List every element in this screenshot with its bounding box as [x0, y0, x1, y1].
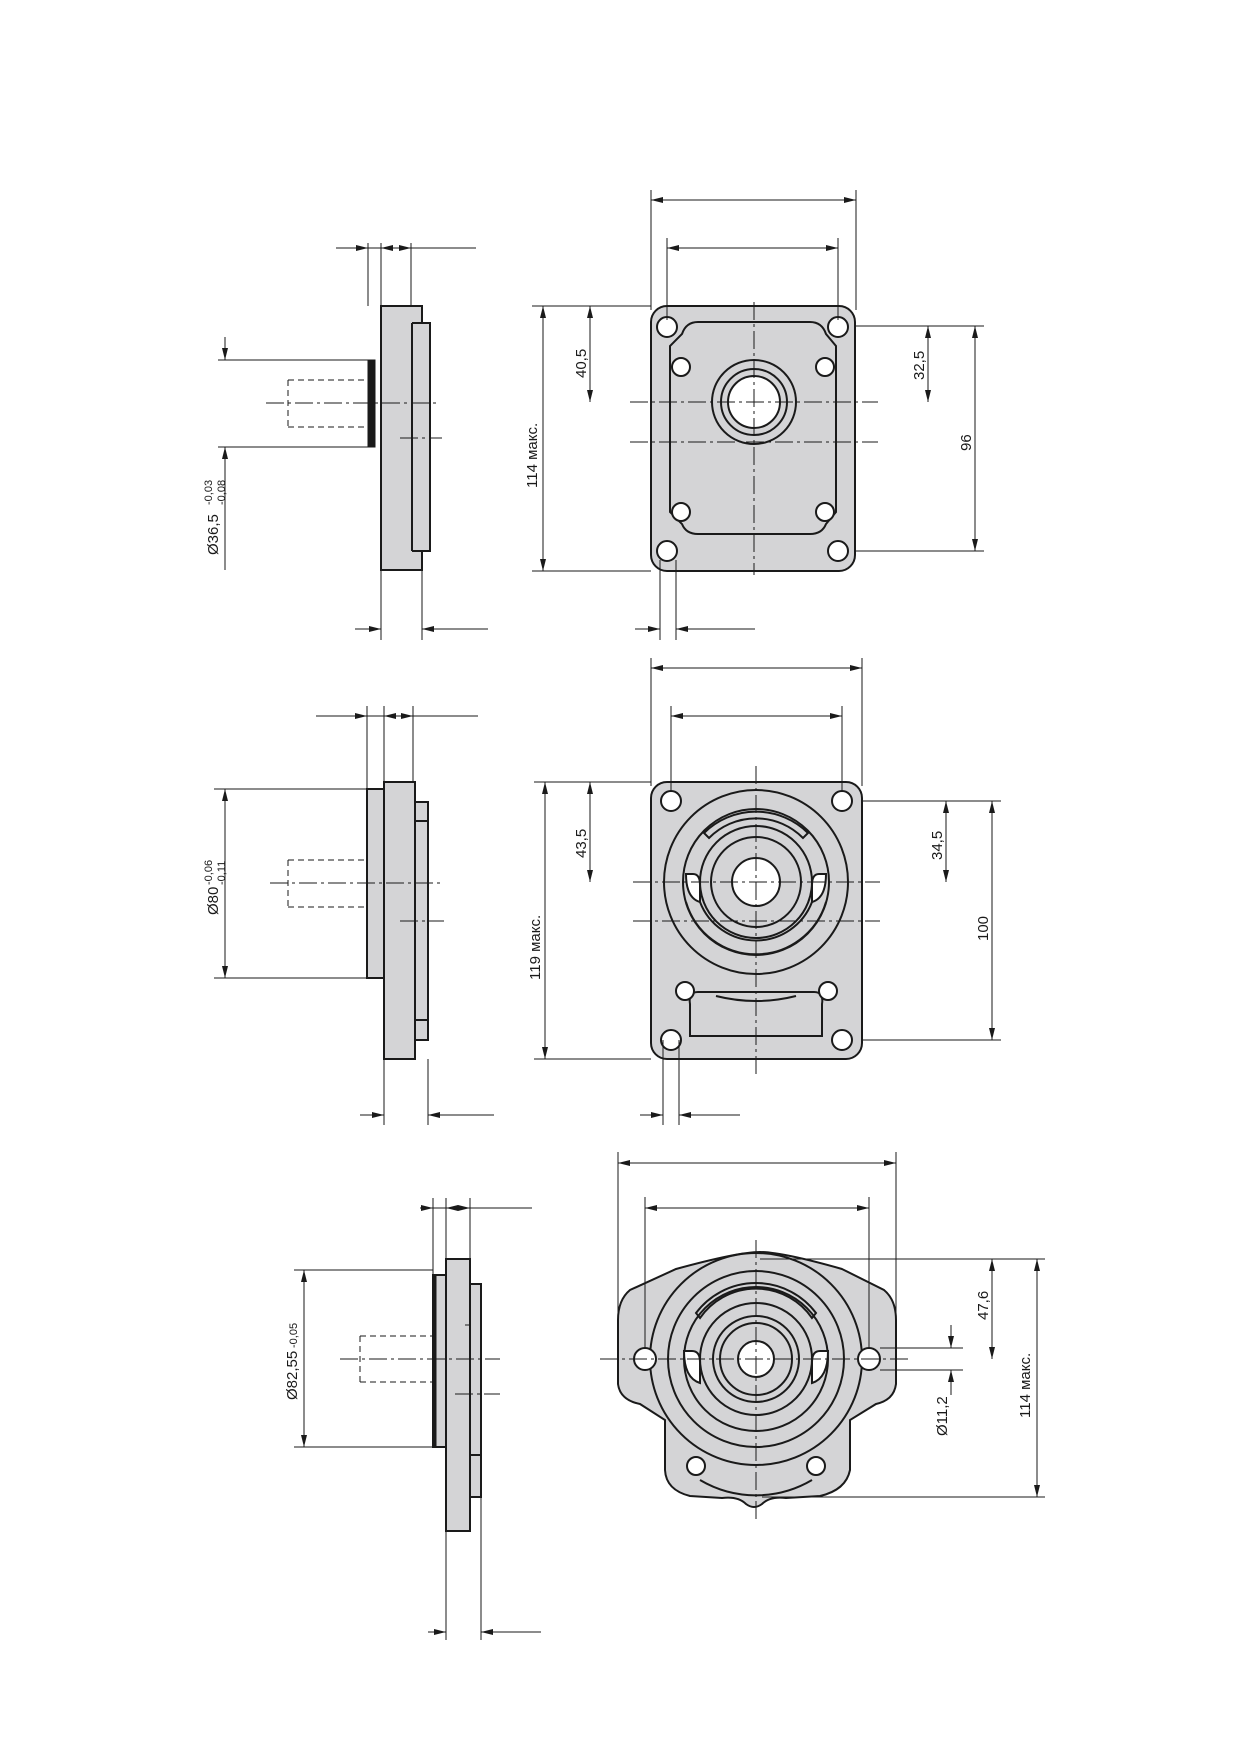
- flange-2-pilot-tol-upper: -0,06: [203, 860, 215, 885]
- flange-2-front-view: 119 макс. 43,5 34,5 100: [527, 658, 1001, 1125]
- flange-1-hole-spacing: 96: [958, 434, 975, 451]
- flange-1-height-max: 114 макс.: [524, 423, 541, 488]
- flange-1-shaft-tol-lower: -0,08: [216, 480, 228, 505]
- flange-3-hole-diameter: Ø11,2: [934, 1396, 951, 1436]
- flange-3-height-max: 114 макс.: [1017, 1353, 1034, 1418]
- flange-1-side-view: Ø36,5 -0,03 -0,08: [203, 243, 488, 640]
- flange-2-offset-left: 43,5: [573, 829, 590, 858]
- flange-2-pilot-diameter: Ø80: [205, 887, 222, 915]
- flange-2-height-max: 119 макс.: [527, 915, 544, 980]
- flange-3-pilot-tol: -0,05: [288, 1323, 300, 1348]
- flange-2-pilot-tol-lower: -0,11: [216, 861, 228, 885]
- flange-1-offset-left: 40,5: [573, 349, 590, 378]
- flange-2-side-view: Ø80 -0,06 -0,11: [203, 706, 494, 1125]
- flange-2-offset-right: 34,5: [929, 831, 946, 860]
- flange-3-height-offset: 47,6: [975, 1291, 992, 1320]
- flange-3-side-view: Ø82,55 -0,05: [284, 1198, 541, 1640]
- flange-1-shaft-diameter: Ø36,5: [205, 514, 222, 555]
- flange-3-pilot-diameter: Ø82,55: [284, 1351, 301, 1400]
- flange-2-hole-spacing: 100: [975, 916, 992, 941]
- flange-1-offset-right: 32,5: [911, 351, 928, 380]
- flange-3-front-view: 47,6 114 макс. Ø11,2: [600, 1152, 1045, 1520]
- flange-1-front-view: 114 макс. 40,5 32,5 96: [524, 190, 984, 640]
- flange-1-shaft-tol-upper: -0,03: [203, 480, 215, 505]
